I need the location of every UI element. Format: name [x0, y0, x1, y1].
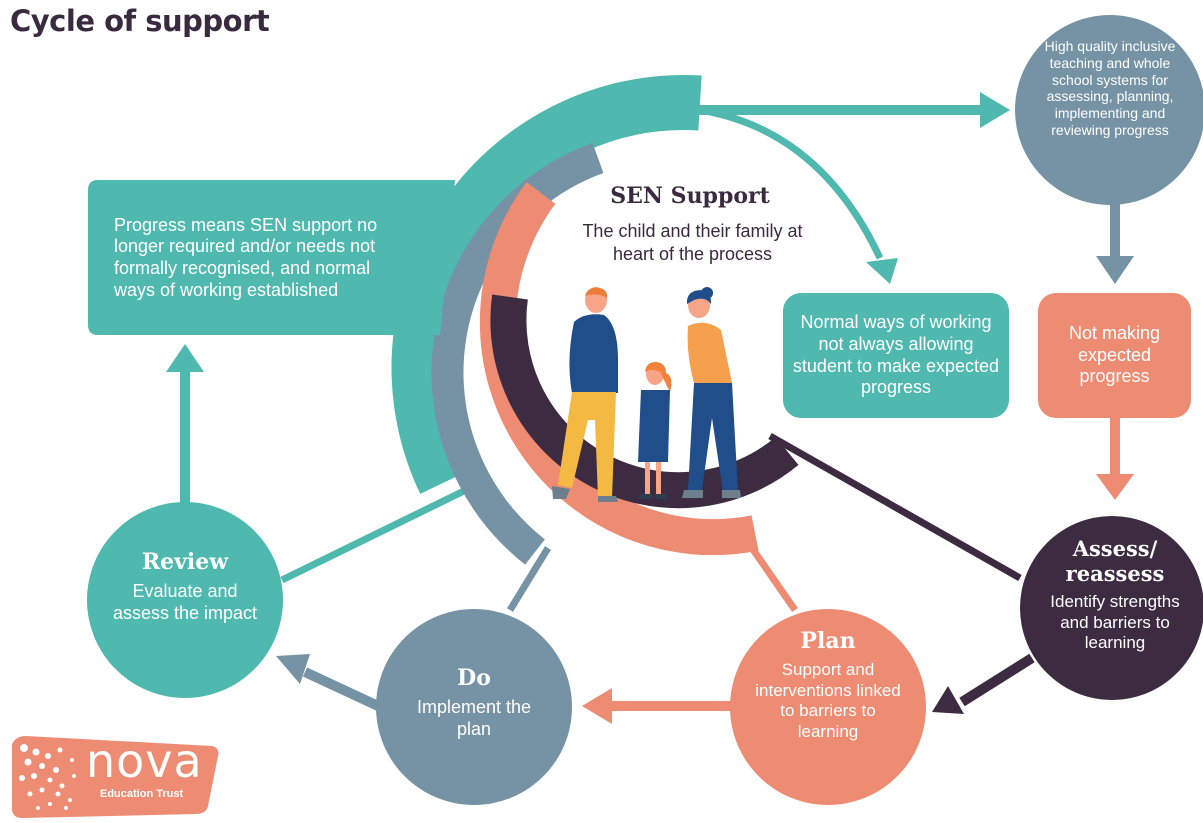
center-title: SEN Support	[610, 183, 770, 209]
family-illustration	[552, 287, 741, 502]
assess-circle	[1020, 516, 1203, 700]
not-making-down-arrowhead	[1096, 474, 1134, 500]
not-making-box-shape	[1038, 293, 1191, 418]
father-shoe-right	[598, 496, 618, 502]
high-quality-circle	[1015, 15, 1203, 205]
child-shoe-left	[638, 494, 652, 499]
plan-stage: Plan Support and interventions linked to…	[755, 628, 901, 742]
child-hair	[645, 362, 672, 392]
to-high-quality-arrowhead	[980, 92, 1010, 128]
normal-ways-box: Normal ways of working not always allowi…	[790, 300, 1002, 411]
mother-bun	[701, 287, 713, 299]
child-leg-right	[656, 462, 661, 494]
progress-box-text: Progress means SEN support no longer req…	[114, 214, 378, 300]
child-shoe-right	[655, 494, 667, 499]
review-circle	[87, 502, 283, 698]
progress-box-shape	[88, 180, 455, 335]
normal-ways-box-shape	[783, 293, 1009, 418]
logo-wordmark: nova	[86, 734, 203, 788]
review-text: Evaluate and assess the impact	[112, 581, 258, 623]
child-leg-left	[645, 462, 650, 494]
review-stage: Review Evaluate and assess the impact	[112, 549, 258, 625]
do-circle	[376, 609, 572, 805]
logo-dots	[19, 744, 76, 810]
father-hair	[585, 287, 608, 298]
do-title: Do	[457, 665, 491, 691]
child-dress	[638, 390, 670, 462]
high-quality-text: High quality inclusive teaching and whol…	[1044, 38, 1176, 138]
do-stage: Do Implement the plan	[404, 665, 544, 741]
mother-shoe-left	[682, 490, 703, 498]
logo-badge	[12, 736, 219, 818]
plan-text: Support and interventions linked to barr…	[755, 660, 901, 741]
father-shirt	[569, 314, 618, 393]
mother-trousers	[688, 383, 738, 492]
normal-ways-box-text: Normal ways of working not always allowi…	[792, 312, 1000, 398]
not-making-box-text: Not making expected progress	[1068, 323, 1161, 387]
review-connector	[280, 484, 472, 584]
father-trousers	[558, 392, 616, 498]
do-to-review-arrowhead	[276, 654, 310, 684]
page-title: Cycle of support	[10, 4, 270, 38]
assess-stage: Assess/ reassess Identify strengths and …	[1036, 536, 1194, 654]
review-to-progress-arrowhead	[166, 344, 204, 372]
assess-to-plan-arrow-line	[959, 653, 1035, 707]
to-normal-ways-arrow-line	[699, 106, 884, 260]
high-quality-down-arrowhead	[1096, 256, 1134, 284]
logo-subtitle: Education Trust	[100, 788, 184, 800]
assess-title: Assess/ reassess	[1065, 536, 1165, 587]
mother-shoe-right	[722, 490, 741, 498]
do-connector	[507, 546, 551, 612]
assess-to-plan-arrowhead	[932, 686, 964, 714]
plan-to-do-arrowhead	[582, 688, 612, 724]
mother-top	[687, 322, 732, 383]
plan-title: Plan	[800, 628, 856, 654]
center-subtitle: The child and their family at heart of t…	[582, 221, 803, 265]
arc-teal	[391, 75, 702, 494]
assess-connector	[768, 432, 1022, 582]
to-normal-ways-arrowhead	[866, 258, 898, 284]
not-making-box: Not making expected progress	[1046, 300, 1183, 411]
plan-circle	[730, 609, 926, 805]
review-title: Review	[141, 549, 229, 575]
progress-box: Progress means SEN support no longer req…	[100, 196, 420, 320]
do-to-review-arrow-line	[302, 667, 381, 711]
assess-text: Identify strengths and barriers to learn…	[1050, 592, 1180, 653]
father-shoe-left	[552, 486, 570, 499]
do-text: Implement the plan	[416, 697, 532, 739]
